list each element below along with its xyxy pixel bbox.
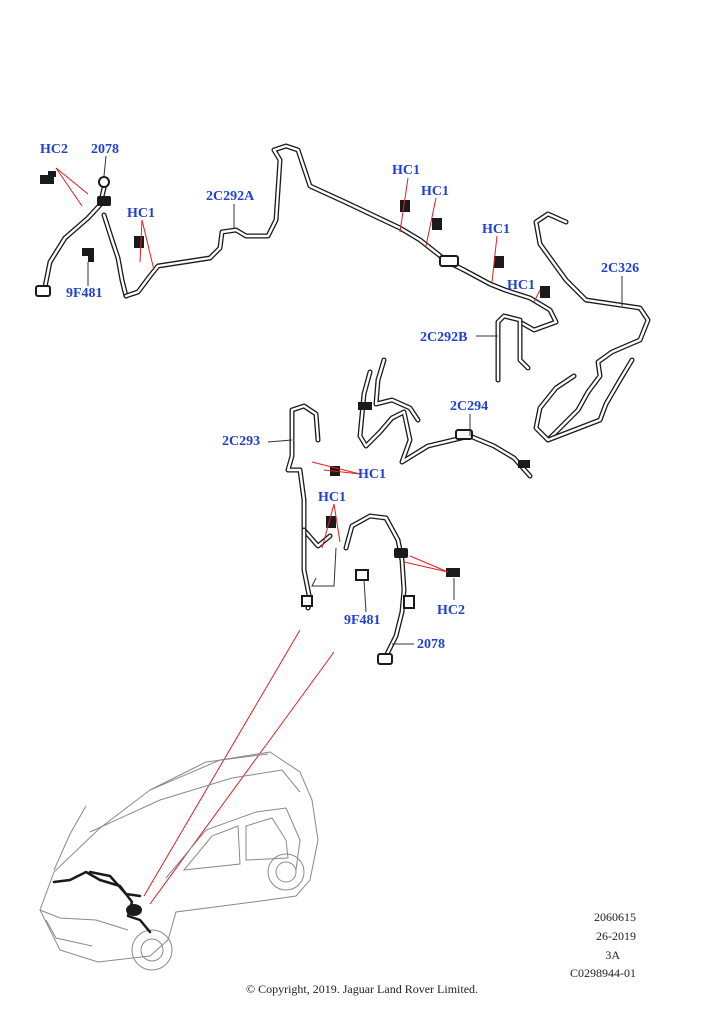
clip-hc2-top (40, 171, 56, 184)
callout-2c292a: 2C292A (206, 189, 255, 204)
clip-hc1-a (134, 236, 144, 248)
callout-2c326: 2C326 (601, 261, 640, 276)
callout-hc2-top: HC2 (40, 142, 68, 157)
callout-2c294: 2C294 (450, 399, 489, 414)
diagram-id: 2060615 (594, 910, 636, 924)
copyright-notice: © Copyright, 2019. Jaguar Land Rover Lim… (245, 982, 479, 996)
leader-lines (55, 155, 623, 645)
callout-2c292b: 2C292B (420, 330, 468, 345)
callout-hc1-a: HC1 (127, 206, 155, 221)
pipe-2c326 (533, 211, 651, 443)
clip-hc1-c (432, 218, 442, 230)
callout-hc1-c: HC1 (421, 184, 449, 199)
front-hose-top-left (35, 176, 129, 299)
front-hose-bottom (343, 513, 415, 665)
callout-hc1-b: HC1 (392, 163, 420, 178)
callout-hc1-e: HC1 (507, 278, 535, 293)
callout-2078-top: 2078 (91, 142, 119, 157)
callout-hc1-f: HC1 (358, 467, 386, 482)
diagram-revision: 3A (605, 948, 620, 962)
callout-2c293: 2C293 (222, 434, 261, 449)
callout-hc1-d: HC1 (482, 222, 510, 237)
diagram-code: C0298944-01 (570, 966, 636, 980)
pipe-2c292a (123, 143, 559, 333)
clip-hc1-g (326, 516, 336, 528)
clip-hc1-e (540, 286, 550, 298)
callout-9f481-top: 9F481 (66, 286, 103, 301)
vehicle-illustration (39, 751, 319, 971)
callout-9f481-bottom: 9F481 (344, 613, 381, 628)
callout-hc2-bottom: HC2 (437, 603, 465, 618)
clip-hc1-b (400, 200, 410, 212)
car-pointer-lines (143, 629, 335, 905)
diagram-date: 26-2019 (596, 929, 636, 943)
pipe-2c292b (495, 313, 531, 383)
pipe-2c294 (357, 357, 533, 479)
clip-9f481-top (82, 248, 94, 262)
callout-2078-bottom: 2078 (417, 637, 445, 652)
clip-hc2-bottom (446, 568, 460, 577)
clip-9f481-bottom (355, 569, 369, 581)
clip-hc1-d (494, 256, 504, 268)
callout-hc1-g: HC1 (318, 490, 346, 505)
pipe-2c293 (285, 403, 337, 611)
